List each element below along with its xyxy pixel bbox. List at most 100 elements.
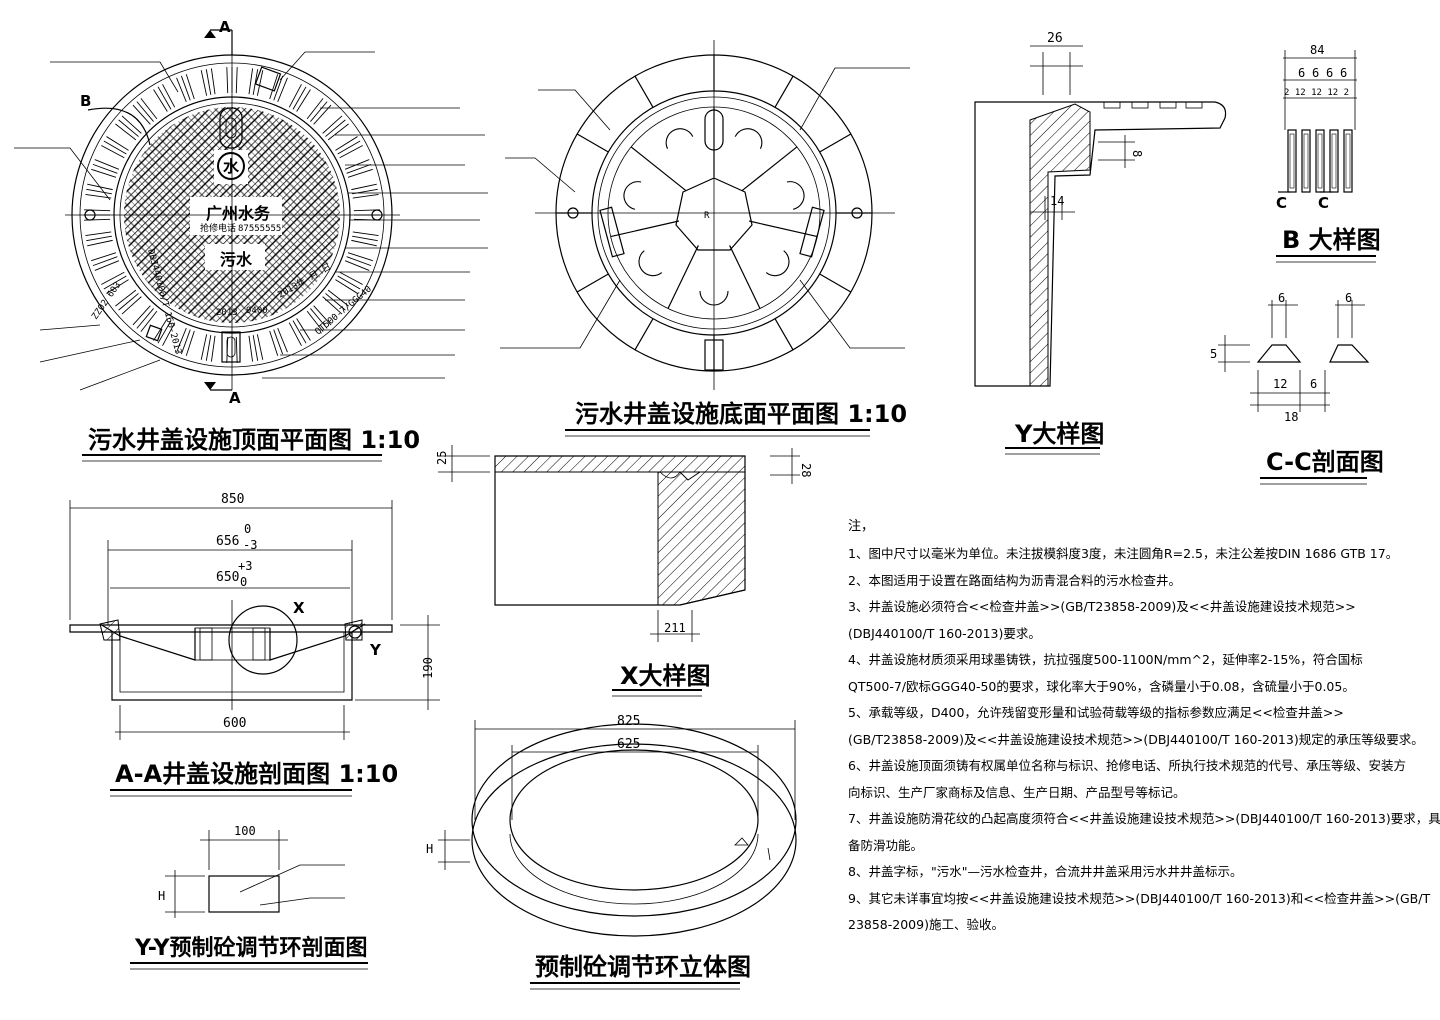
- b-slot: [1329, 129, 1339, 193]
- b-detail-view: 84 6 6 6 6 2 12 12 12 2 C C B 大样图: [1276, 43, 1381, 263]
- yy-section-view: 100 H Y-Y预制砼调节环剖面图: [130, 824, 368, 970]
- slot-line: [92, 256, 118, 267]
- slot-line: [352, 193, 379, 199]
- slot-line: [325, 119, 346, 137]
- slot-line: [121, 115, 142, 134]
- notes-list: 1、图中尺寸以毫米为单位。未注拔模斜度3度，未注圆角R=2.5，未注公差按DIN…: [848, 541, 1440, 939]
- slot-line: [226, 67, 229, 94]
- slot-line: [200, 70, 208, 96]
- notes-block: 注， 1、图中尺寸以毫米为单位。未注拔模斜度3度，未注圆角R=2.5，未注公差按…: [848, 515, 1440, 939]
- y-dim-26: 26: [1047, 31, 1063, 46]
- slot-line: [205, 69, 212, 95]
- outer-rib: [774, 318, 794, 351]
- outer-rib: [774, 75, 794, 108]
- slot-line: [337, 275, 361, 290]
- note-line: (DBJ440100/T 160-2013)要求。: [848, 625, 1041, 641]
- slot-line: [87, 239, 113, 247]
- x-detail-view: 25 28 211 X大样图: [435, 445, 813, 697]
- ring-dim-h: H: [426, 842, 433, 856]
- aa-dim-656-tol-up: 0: [244, 522, 251, 536]
- b-slot-inner: [1303, 133, 1309, 189]
- slot-line: [103, 275, 127, 290]
- y-dim-8: 8: [1130, 150, 1144, 157]
- inner-rib: [630, 146, 687, 192]
- slot-line: [140, 98, 158, 120]
- outer-rib: [819, 133, 852, 153]
- note-line: 备防滑功能。: [848, 837, 924, 853]
- inner-rib: [667, 245, 699, 309]
- outer-rib: [634, 75, 654, 108]
- slot-line: [132, 305, 151, 326]
- slot-line: [91, 168, 117, 178]
- b-slot-inner: [1331, 133, 1337, 189]
- outer-rib: [819, 273, 852, 293]
- note-line: 5、承载等级，D400，允许残留变形量和试验荷载等级的指标参数应满足<<检查井盖…: [848, 705, 1344, 720]
- slot-line: [252, 335, 259, 361]
- slot-line: [269, 74, 279, 100]
- slot-line: [121, 296, 142, 315]
- x-dim-25: 25: [435, 451, 449, 465]
- slot-line: [292, 86, 307, 110]
- slot-line: [235, 336, 238, 363]
- c-label-right: C: [1318, 194, 1329, 212]
- slot-line: [296, 318, 311, 341]
- cc-dim-6c: 6: [1310, 377, 1317, 391]
- section-a-label-top: A: [219, 18, 231, 36]
- outer-rib: [576, 273, 609, 293]
- slot-line: [101, 271, 125, 285]
- slot-line: [327, 289, 349, 307]
- slot-line: [344, 159, 370, 170]
- ring-dim-825: 825: [617, 714, 640, 729]
- slot-line: [157, 320, 172, 344]
- slot-line: [306, 98, 324, 120]
- bottom-plan-radius: R: [704, 211, 710, 221]
- bottom-mark-b: 9400: [246, 306, 268, 316]
- slot-line: [94, 260, 120, 271]
- c-label-left: C: [1276, 194, 1287, 212]
- slot-line: [205, 335, 212, 361]
- repair-phone-number: 87555555: [238, 224, 281, 234]
- title-yy-section: Y-Y预制砼调节环剖面图: [134, 935, 368, 961]
- notes-heading: 注，: [848, 519, 875, 534]
- sewage-label-text: 污水: [220, 250, 253, 269]
- slot-line: [310, 308, 328, 329]
- aa-dim-656-tol-dn: -3: [243, 538, 257, 552]
- ring-3d-view: 825 625 H 预制砼调节环立体图: [426, 714, 797, 990]
- yy-dim-100: 100: [234, 824, 256, 838]
- slot-line: [273, 329, 284, 355]
- yy-dim-h: H: [158, 889, 165, 903]
- detail-x-label: X: [293, 599, 305, 617]
- outer-rib: [576, 133, 609, 153]
- slot-line: [140, 310, 158, 332]
- bottom-plan-leaders: [500, 67, 910, 349]
- slot-line: [351, 239, 377, 247]
- slot-line: [248, 335, 254, 362]
- x-dim-211: 211: [664, 621, 686, 635]
- slot-line: [136, 101, 154, 122]
- slot-line: [86, 188, 112, 195]
- slot-line: [235, 67, 238, 94]
- inner-rib: [610, 220, 680, 238]
- slot-line: [153, 89, 168, 112]
- slot-line: [277, 77, 288, 103]
- detail-y-label: Y: [369, 641, 382, 659]
- slot-line: [248, 68, 254, 95]
- aa-dim-650-tol-up: +3: [238, 559, 252, 573]
- slot-line: [132, 104, 151, 125]
- b-slot-inner: [1317, 133, 1323, 189]
- slot-line: [85, 231, 112, 237]
- title-ring-3d: 预制砼调节环立体图: [535, 953, 751, 981]
- slot-line: [288, 322, 302, 346]
- aa-dim-600: 600: [223, 716, 246, 731]
- slot-line: [273, 75, 284, 101]
- inner-rib: [741, 146, 798, 192]
- slot-line: [106, 279, 129, 294]
- cc-dim-6b: 6: [1345, 291, 1352, 305]
- b-slot-group: [1287, 129, 1353, 193]
- water-logo-text: 水: [223, 157, 240, 176]
- aa-dim-656: 656: [216, 534, 239, 549]
- inner-rib: [729, 245, 761, 309]
- b-slot: [1315, 129, 1325, 193]
- slot-line: [335, 136, 358, 151]
